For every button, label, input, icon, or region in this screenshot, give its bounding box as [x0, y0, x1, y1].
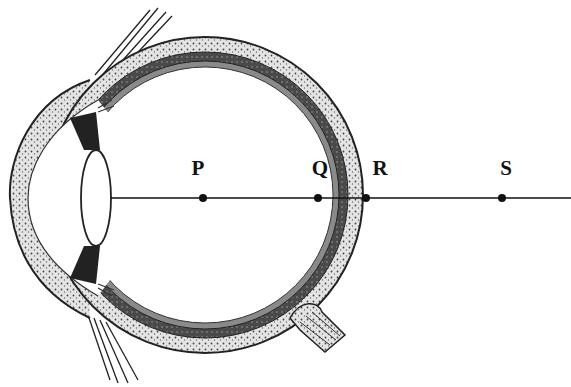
- point-label-box: S: [500, 158, 512, 179]
- point-label: Q: [312, 156, 328, 180]
- sclera: [47, 37, 363, 353]
- anterior-chamber: [28, 100, 110, 296]
- optic-nerve: [290, 304, 345, 352]
- point-dot: [199, 194, 506, 202]
- point-label: S: [500, 156, 512, 180]
- choroid: [62, 52, 348, 338]
- point-label-box: Q: [312, 158, 328, 179]
- retina: [71, 61, 339, 329]
- point-label: R: [372, 156, 387, 180]
- point-label-box: R: [372, 158, 387, 179]
- lens: [81, 150, 111, 246]
- optic-nerve-fibres: [300, 312, 340, 345]
- point-label-box: P: [192, 158, 205, 179]
- iris: [70, 246, 100, 284]
- vitreous-body: [77, 67, 333, 323]
- iris: [70, 112, 100, 150]
- point-label: P: [192, 156, 205, 180]
